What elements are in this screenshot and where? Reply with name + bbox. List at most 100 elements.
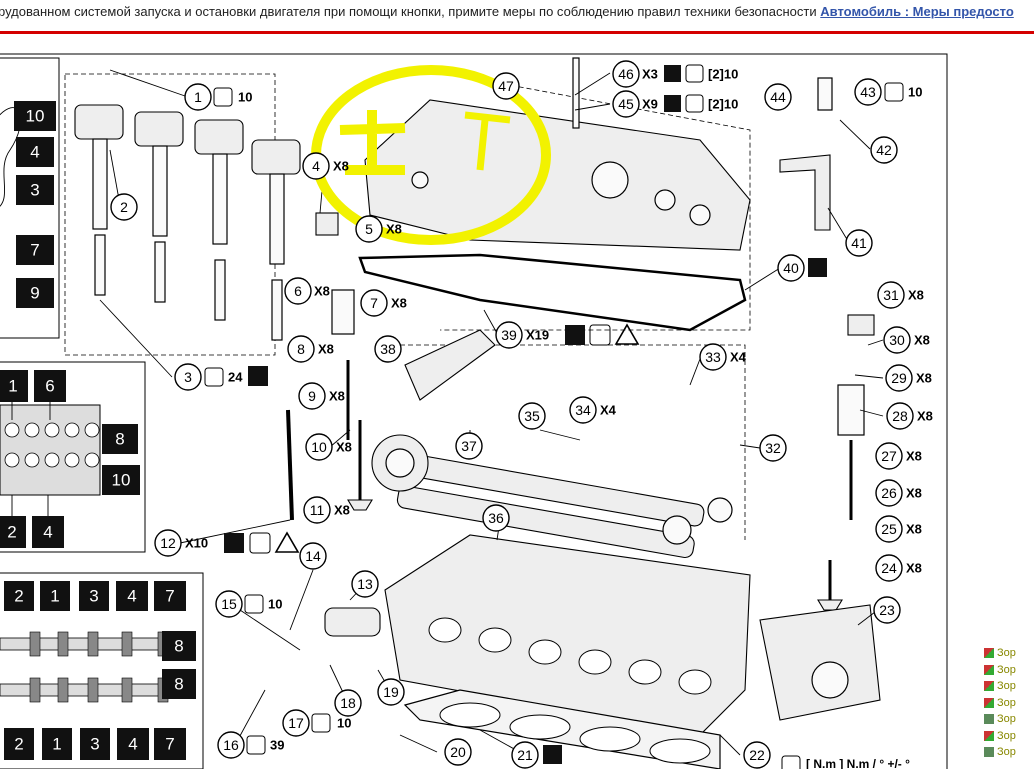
torque-icon xyxy=(311,713,331,733)
svg-text:11: 11 xyxy=(310,502,325,518)
exploded-parts-diagram: 10 4 3 7 9 1 6 8 10 2 4 2 1 3 4 7 xyxy=(0,53,948,769)
svg-text:23: 23 xyxy=(879,602,895,618)
svg-text:19: 19 xyxy=(383,684,399,700)
rocker-assembly xyxy=(404,329,496,401)
svg-text:27: 27 xyxy=(881,448,897,464)
svg-text:[2]10: [2]10 xyxy=(708,67,738,82)
svg-text:10: 10 xyxy=(311,439,327,455)
warning-icon xyxy=(614,323,640,345)
seq-label: 4 xyxy=(127,587,136,606)
svg-text:X4: X4 xyxy=(730,350,747,365)
seq-label: 8 xyxy=(174,637,183,656)
diagram-frame xyxy=(0,53,948,769)
svg-text:X8: X8 xyxy=(906,522,922,537)
legend-item[interactable]: Зор xyxy=(984,678,1034,695)
page-header: рудованном системой запуска и остановки … xyxy=(0,0,1034,30)
torque-icon xyxy=(781,755,801,769)
svg-text:39: 39 xyxy=(501,327,517,343)
callout-21: 21 xyxy=(511,741,562,769)
callout-31: 31 X8 xyxy=(877,281,924,309)
callout-41: 41 xyxy=(845,229,873,257)
svg-text:X19: X19 xyxy=(526,328,549,343)
svg-text:32: 32 xyxy=(765,440,781,456)
seq-label: 1 xyxy=(8,377,17,396)
callout-6: 6 X8 xyxy=(284,277,330,305)
torque-icon xyxy=(244,594,264,614)
solenoid-valve xyxy=(324,607,381,637)
svg-text:15: 15 xyxy=(221,596,237,612)
svg-text:2: 2 xyxy=(120,199,128,215)
svg-text:16: 16 xyxy=(223,737,239,753)
svg-text:6: 6 xyxy=(294,283,302,299)
special-tool-icon xyxy=(224,533,244,553)
cylinder-head-cover xyxy=(364,99,751,251)
seq-label: 8 xyxy=(115,430,124,449)
svg-text:X8: X8 xyxy=(908,288,924,303)
svg-text:20: 20 xyxy=(450,744,466,760)
grid-icon xyxy=(984,747,994,758)
legend-item[interactable]: Зор xyxy=(984,645,1034,662)
special-tool-icon xyxy=(664,65,681,82)
legend-item[interactable]: Зор xyxy=(984,662,1034,679)
leader-lines xyxy=(99,69,884,756)
seq-label: 9 xyxy=(30,284,39,303)
svg-text:39: 39 xyxy=(270,738,284,753)
callout-47: 47 xyxy=(492,72,520,100)
svg-text:10: 10 xyxy=(238,90,252,105)
legend-item[interactable]: Зор xyxy=(984,728,1034,745)
torque-icon xyxy=(685,94,704,113)
callout-38: 38 xyxy=(374,335,402,363)
svg-text:1: 1 xyxy=(194,89,202,105)
callout-22: 22 xyxy=(743,741,771,769)
camshafts xyxy=(371,434,733,559)
svg-text:[2]10: [2]10 xyxy=(708,97,738,112)
torque-icon xyxy=(685,64,704,83)
callout-43: 43 10 xyxy=(854,78,922,106)
header-link[interactable]: Автомобиль : Меры предосто xyxy=(820,4,1014,19)
legend-item[interactable]: Зор xyxy=(984,711,1034,728)
units-label: [ N.m ] N.m / ° +/- ° xyxy=(806,757,910,769)
legend-item[interactable]: Зор xyxy=(984,744,1034,761)
tightening-sequence-camshaft: 2 1 3 4 7 8 8 2 1 3 4 7 xyxy=(0,572,204,769)
svg-text:8: 8 xyxy=(297,341,305,357)
callout-39: 39 X19 xyxy=(495,321,640,349)
svg-text:X10: X10 xyxy=(185,536,208,551)
special-tool-icon xyxy=(248,366,268,386)
hourglass-icon xyxy=(984,730,994,741)
svg-text:24: 24 xyxy=(881,560,897,576)
hourglass-icon xyxy=(984,681,994,692)
legend-item[interactable]: Зор xyxy=(984,695,1034,712)
torque-icon xyxy=(213,87,233,107)
svg-text:30: 30 xyxy=(889,332,905,348)
svg-text:X8: X8 xyxy=(386,222,402,237)
grid-icon xyxy=(984,714,994,725)
svg-text:X8: X8 xyxy=(314,284,330,299)
sensor-bracket xyxy=(572,57,833,231)
callout-8: 8 X8 xyxy=(287,335,334,363)
svg-text:43: 43 xyxy=(860,84,876,100)
torque-icon xyxy=(204,367,224,387)
svg-text:10: 10 xyxy=(268,597,282,612)
torque-icon xyxy=(249,532,271,554)
torque-icon xyxy=(589,324,611,346)
svg-text:38: 38 xyxy=(380,341,396,357)
svg-text:X8: X8 xyxy=(391,296,407,311)
header-text: рудованном системой запуска и остановки … xyxy=(0,4,817,19)
svg-text:10: 10 xyxy=(908,85,922,100)
svg-text:X8: X8 xyxy=(318,342,334,357)
special-tool-icon xyxy=(664,95,681,112)
replace-icon xyxy=(808,258,827,277)
svg-text:31: 31 xyxy=(883,287,899,303)
